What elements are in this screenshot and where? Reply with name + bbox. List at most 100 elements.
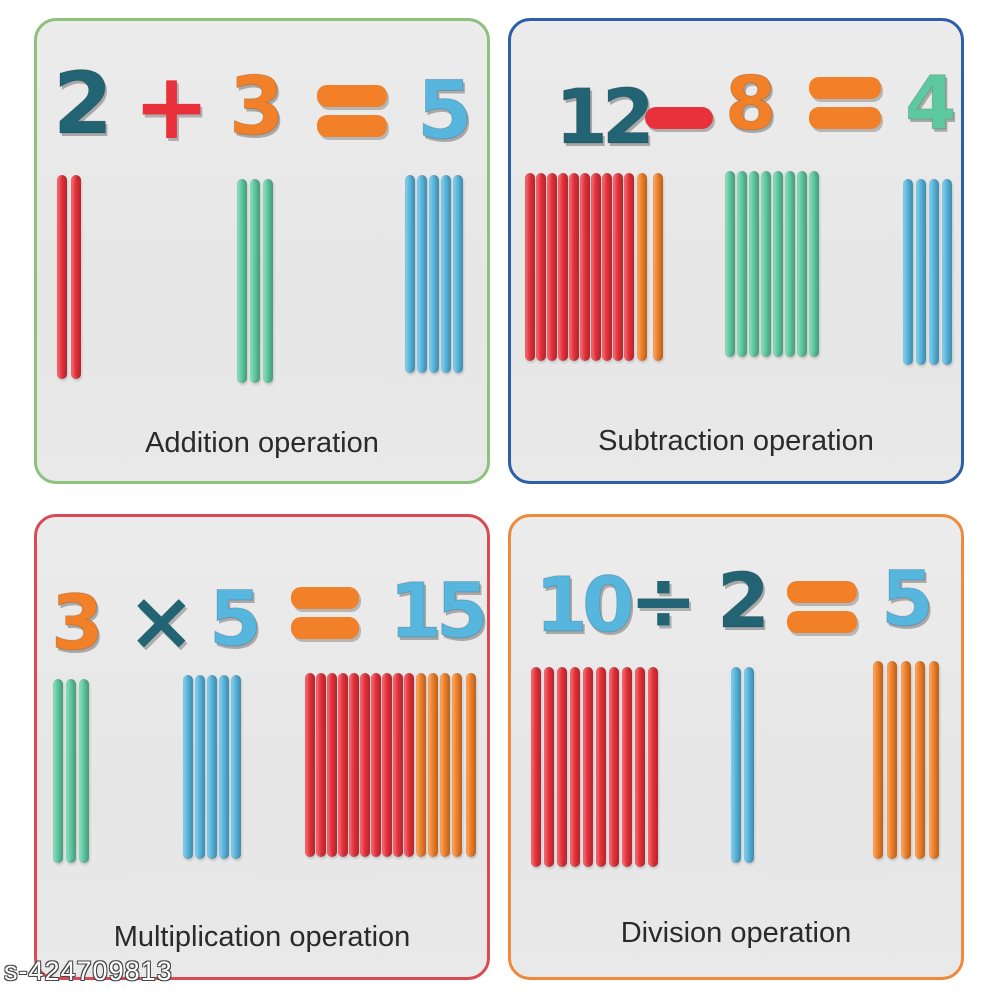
- counting-stick: [405, 175, 415, 373]
- stick-group-4-blue: [903, 179, 957, 365]
- multiplication-operand-a: 3: [51, 578, 105, 667]
- counting-stick: [613, 173, 623, 361]
- counting-stick: [195, 675, 205, 859]
- times-sign: ×: [127, 574, 196, 669]
- counting-stick: [903, 179, 913, 365]
- counting-stick: [79, 679, 89, 863]
- counting-stick: [360, 673, 370, 857]
- counting-stick: [371, 673, 381, 857]
- counting-stick: [382, 673, 392, 857]
- counting-stick: [873, 661, 883, 859]
- addition-operand-a: 2: [53, 54, 114, 154]
- addition-panel: 2 + 3 5 Addition operation: [34, 18, 490, 484]
- division-caption: Division operation: [620, 917, 852, 949]
- counting-stick: [327, 673, 337, 857]
- counting-stick: [609, 667, 619, 867]
- counting-stick: [580, 173, 590, 361]
- counting-stick: [305, 673, 315, 857]
- equals-sign: [291, 587, 359, 639]
- counting-stick: [583, 667, 593, 867]
- minus-sign: [645, 107, 713, 129]
- counting-stick: [57, 175, 67, 379]
- counting-stick: [428, 673, 438, 857]
- counting-stick: [602, 173, 612, 361]
- multiplication-caption: Multiplication operation: [113, 921, 411, 953]
- stick-group-3-green: [53, 679, 95, 863]
- counting-stick: [725, 171, 735, 357]
- counting-stick: [237, 179, 247, 383]
- counting-stick: [452, 673, 462, 857]
- counting-stick: [466, 673, 476, 857]
- stick-group-10-red: [531, 667, 661, 867]
- stick-group-2-blue: [731, 667, 757, 863]
- counting-stick: [338, 673, 348, 857]
- counting-stick: [557, 667, 567, 867]
- stick-group-8-green: [725, 171, 825, 357]
- equals-sign: [809, 77, 881, 129]
- counting-stick: [929, 661, 939, 859]
- counting-stick: [536, 173, 546, 361]
- counting-stick: [797, 171, 807, 357]
- counting-stick: [558, 173, 568, 361]
- counting-stick: [219, 675, 229, 859]
- counting-stick: [441, 175, 451, 373]
- stick-group-2-red: [57, 175, 97, 379]
- counting-stick: [785, 171, 795, 357]
- counting-stick: [744, 667, 754, 863]
- counting-stick: [525, 173, 535, 361]
- counting-stick: [349, 673, 359, 857]
- counting-stick: [53, 679, 63, 863]
- counting-stick: [231, 675, 241, 859]
- subtraction-caption: Subtraction operation: [598, 425, 874, 457]
- counting-stick: [591, 173, 601, 361]
- counting-stick: [942, 179, 952, 365]
- equals-sign: [317, 85, 387, 137]
- stick-group-5-blue: [405, 175, 481, 373]
- counting-stick: [635, 667, 645, 867]
- counting-stick: [622, 667, 632, 867]
- addition-result: 5: [417, 64, 474, 157]
- counting-stick: [596, 667, 606, 867]
- division-operand-a: 10: [535, 560, 636, 649]
- counting-stick: [915, 661, 925, 859]
- counting-stick: [544, 667, 554, 867]
- multiplication-operand-b: 5: [209, 574, 263, 663]
- stick-group-5-orange: [873, 661, 943, 859]
- multiplication-result: 15: [389, 566, 487, 655]
- counting-stick: [901, 661, 911, 859]
- counting-stick: [183, 675, 193, 859]
- counting-stick: [207, 675, 217, 859]
- counting-stick: [547, 173, 557, 361]
- counting-stick: [263, 179, 273, 383]
- counting-stick: [417, 175, 427, 373]
- counting-stick: [316, 673, 326, 857]
- watermark-id: s-424709813: [4, 956, 173, 986]
- subtraction-operand-a: 12: [555, 72, 656, 161]
- counting-stick: [624, 173, 634, 361]
- division-sign: ÷: [629, 554, 698, 649]
- counting-stick: [570, 667, 580, 867]
- counting-stick: [404, 673, 414, 857]
- stick-group-12-red: [525, 173, 671, 361]
- plus-sign: +: [133, 53, 211, 160]
- subtraction-panel: 12 8 4 − Subtraction operation: [508, 18, 964, 484]
- multiplication-panel: 3 × 5 15 Multiplication operation: [34, 514, 490, 980]
- counting-stick: [887, 661, 897, 859]
- counting-stick: [731, 667, 741, 863]
- stick-group-15-red: [305, 673, 481, 857]
- subtraction-operand-b: 8: [725, 61, 777, 147]
- counting-stick: [653, 173, 663, 361]
- counting-stick: [916, 179, 926, 365]
- division-panel: 10 ÷ 2 5 Division operation: [508, 514, 964, 980]
- counting-stick: [637, 173, 647, 361]
- stick-group-3-green: [237, 179, 283, 383]
- counting-stick: [929, 179, 939, 365]
- subtraction-result: 4: [905, 61, 957, 147]
- counting-stick: [773, 171, 783, 357]
- division-operand-b: 2: [717, 556, 771, 645]
- division-result: 5: [881, 554, 935, 643]
- counting-stick: [737, 171, 747, 357]
- counting-stick: [569, 173, 579, 361]
- counting-stick: [429, 175, 439, 373]
- addition-caption: Addition operation: [145, 427, 379, 459]
